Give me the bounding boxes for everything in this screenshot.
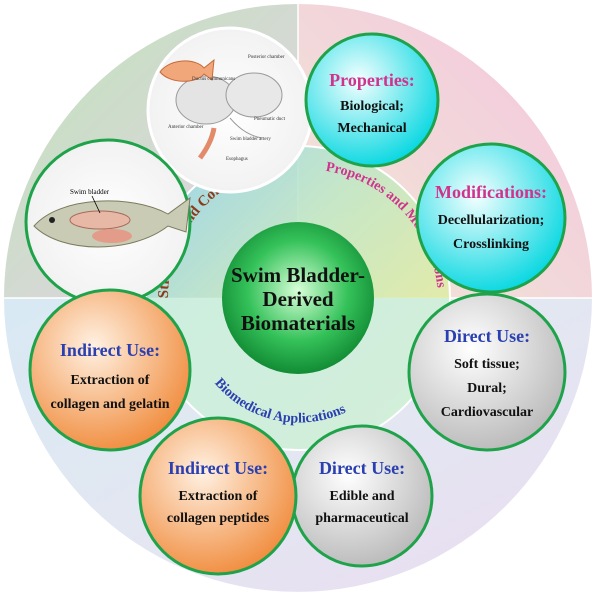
posterior-chamber-shape bbox=[225, 72, 283, 118]
indirect-gelatin-line-1: Extraction of bbox=[71, 373, 150, 388]
indirect-gelatin-title: Indirect Use: bbox=[60, 340, 160, 360]
label-anterior-chamber: Anterior chamber bbox=[168, 125, 204, 130]
indirect-peptides-title: Indirect Use: bbox=[168, 458, 268, 478]
label-pneumatic-duct: Pneumatic duct bbox=[254, 117, 286, 122]
fish-circle: Swim bladder bbox=[24, 138, 192, 306]
direct-edible-title: Direct Use: bbox=[319, 458, 405, 478]
modifications-line-2: Crosslinking bbox=[453, 237, 529, 252]
indirect-use-peptides-circle: Indirect Use: Extraction of collagen pep… bbox=[138, 416, 298, 576]
direct-edible-line-1: Edible and bbox=[330, 489, 395, 504]
properties-title: Properties: bbox=[329, 70, 415, 90]
direct-soft-line-2: Dural; bbox=[467, 381, 507, 396]
label-esophagus: Esophagus bbox=[226, 157, 248, 162]
label-ductus: Ductus communicans bbox=[192, 77, 235, 82]
center-node: Swim Bladder- Derived Biomaterials bbox=[222, 222, 374, 374]
label-swim-bladder: Swim bladder bbox=[70, 188, 110, 196]
properties-circle: Properties: Biological; Mechanical bbox=[304, 32, 440, 168]
anatomy-circle: Posterior chamber Ductus communicans Pne… bbox=[146, 26, 314, 194]
center-line-3: Biomaterials bbox=[241, 311, 355, 335]
direct-soft-line-3: Cardiovascular bbox=[441, 405, 534, 420]
center-line-2: Derived bbox=[262, 287, 333, 311]
direct-soft-line-1: Soft tissue; bbox=[454, 357, 520, 372]
direct-use-soft-circle: Direct Use: Soft tissue; Dural; Cardiova… bbox=[407, 292, 567, 452]
indirect-use-gelatin-circle: Indirect Use: Extraction of collagen and… bbox=[28, 288, 192, 452]
small-fish-icon bbox=[159, 58, 215, 82]
label-swim-bladder-artery: Swim bladder artery bbox=[230, 137, 271, 142]
indirect-peptides-line-1: Extraction of bbox=[179, 489, 258, 504]
direct-edible-line-2: pharmaceutical bbox=[315, 511, 408, 526]
modifications-title: Modifications: bbox=[435, 182, 547, 202]
direct-soft-title: Direct Use: bbox=[444, 326, 530, 346]
indirect-peptides-line-2: collagen peptides bbox=[167, 511, 270, 526]
properties-line-1: Biological; bbox=[340, 99, 404, 114]
modifications-circle: Modifications: Decellularization; Crossl… bbox=[415, 142, 567, 294]
direct-use-edible-circle: Direct Use: Edible and pharmaceutical bbox=[290, 424, 434, 568]
modifications-line-1: Decellularization; bbox=[438, 213, 545, 228]
center-line-1: Swim Bladder- bbox=[231, 263, 365, 287]
properties-line-2: Mechanical bbox=[337, 121, 406, 136]
label-posterior-chamber: Posterior chamber bbox=[248, 55, 285, 60]
indirect-gelatin-line-2: collagen and gelatin bbox=[50, 397, 169, 412]
